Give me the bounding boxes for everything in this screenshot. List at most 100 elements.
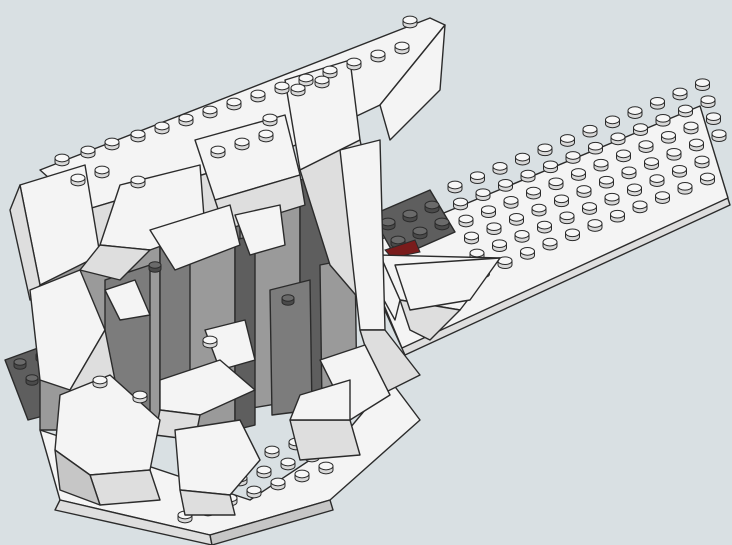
stud xyxy=(497,256,513,270)
stud xyxy=(294,469,310,483)
stud xyxy=(274,81,290,95)
stud xyxy=(700,172,715,186)
stud xyxy=(644,157,659,170)
stud xyxy=(202,335,218,349)
gray-brick-studs xyxy=(148,261,295,306)
stud xyxy=(666,147,682,161)
stud xyxy=(486,222,502,236)
stud xyxy=(537,143,553,157)
stud xyxy=(402,209,418,223)
stud xyxy=(588,141,603,155)
stud xyxy=(130,175,146,189)
stud xyxy=(604,192,620,206)
stud xyxy=(92,375,108,389)
stud xyxy=(412,226,428,240)
stud xyxy=(565,151,581,164)
stud xyxy=(70,173,86,187)
rock-top-studs xyxy=(54,15,418,404)
stud xyxy=(627,106,643,119)
stud xyxy=(226,97,242,111)
stud xyxy=(520,169,536,183)
stud xyxy=(346,57,362,71)
stud xyxy=(13,358,27,370)
stud xyxy=(234,137,250,151)
dark-gray-plate xyxy=(371,189,456,259)
stud xyxy=(270,477,286,491)
stud xyxy=(370,49,386,63)
stud xyxy=(677,181,693,195)
stud xyxy=(447,180,463,194)
stud xyxy=(683,121,699,135)
stud xyxy=(559,211,575,225)
stud xyxy=(258,129,274,143)
stud xyxy=(394,41,410,55)
stud xyxy=(548,177,564,191)
stud xyxy=(132,390,148,404)
stud xyxy=(80,145,96,159)
stud xyxy=(661,130,676,144)
stud xyxy=(520,247,535,260)
stud xyxy=(531,203,547,217)
stud xyxy=(458,214,474,228)
stud xyxy=(498,179,513,192)
stud xyxy=(672,87,688,101)
stud xyxy=(509,213,524,226)
stud xyxy=(638,140,654,153)
stud xyxy=(453,197,468,211)
stud xyxy=(632,200,648,214)
stud xyxy=(380,217,396,231)
stud xyxy=(148,261,162,273)
stud xyxy=(318,461,334,475)
stud xyxy=(104,137,120,151)
stud xyxy=(542,237,558,251)
stud xyxy=(655,191,670,204)
stud xyxy=(633,123,648,136)
stud xyxy=(298,73,314,87)
stud xyxy=(210,145,226,159)
stud xyxy=(678,104,693,118)
stud xyxy=(280,457,296,471)
stud xyxy=(582,202,597,215)
stud xyxy=(402,15,418,29)
stud xyxy=(576,185,592,198)
stud xyxy=(706,112,721,126)
stud xyxy=(587,219,603,232)
baseplate-studs xyxy=(447,78,727,279)
stud xyxy=(314,75,330,89)
stud xyxy=(689,138,704,152)
stud xyxy=(616,149,631,163)
stud xyxy=(178,113,194,127)
stud xyxy=(711,129,727,143)
stud xyxy=(202,105,218,119)
stud xyxy=(514,230,530,243)
stud xyxy=(492,239,507,253)
stud xyxy=(582,124,598,138)
stud xyxy=(25,374,39,386)
stud xyxy=(154,121,170,135)
stud xyxy=(94,165,110,179)
stud xyxy=(503,196,519,209)
stud xyxy=(492,162,508,175)
stud xyxy=(605,115,620,129)
stud xyxy=(526,186,541,200)
stud xyxy=(515,152,530,166)
stud xyxy=(470,171,485,185)
stud xyxy=(250,89,266,103)
stud xyxy=(700,95,716,109)
stud xyxy=(475,188,491,202)
stud xyxy=(256,465,272,479)
stud xyxy=(565,228,580,242)
stud xyxy=(694,155,710,169)
stud xyxy=(599,175,614,189)
stud xyxy=(672,164,687,178)
stud xyxy=(554,194,569,208)
stud xyxy=(290,83,306,97)
stud xyxy=(424,200,440,214)
white-rock-wall xyxy=(9,15,501,516)
stud xyxy=(246,485,262,499)
stud xyxy=(130,129,146,143)
stud xyxy=(571,168,586,181)
stud xyxy=(434,217,450,231)
stud xyxy=(543,160,558,174)
